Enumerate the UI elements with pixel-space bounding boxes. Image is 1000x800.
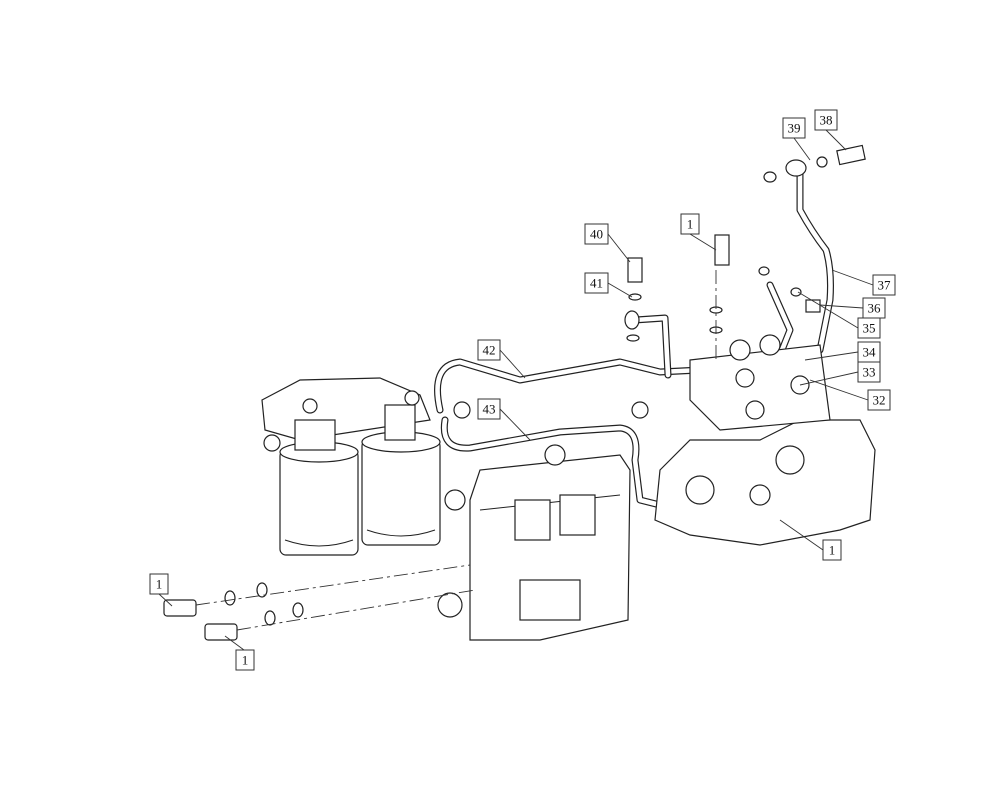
fuel-filter-right [361, 431, 441, 546]
pipe-41 [631, 314, 672, 379]
svg-text:32: 32 [873, 393, 886, 408]
callout-37: 37 [872, 274, 896, 296]
fitting-35-36 [758, 266, 821, 313]
callout-1-right: 1 [822, 539, 842, 561]
svg-text:35: 35 [863, 321, 876, 336]
svg-text:39: 39 [788, 121, 801, 136]
svg-text:42: 42 [483, 343, 496, 358]
callout-32: 32 [867, 389, 891, 411]
filter-head-bracket [261, 377, 471, 452]
svg-text:1: 1 [687, 217, 694, 232]
callout-43: 43 [477, 398, 501, 420]
fuel-filter-left [279, 441, 359, 556]
fuel-pipe-42 [434, 358, 704, 414]
callout-1-bottom: 1 [235, 649, 255, 671]
svg-text:41: 41 [590, 276, 603, 291]
svg-text:34: 34 [863, 345, 877, 360]
svg-text:1: 1 [829, 543, 836, 558]
callout-39: 39 [782, 117, 806, 139]
svg-text:37: 37 [878, 278, 892, 293]
svg-text:1: 1 [156, 577, 163, 592]
callout-40: 40 [584, 223, 609, 245]
callout-34: 34 [857, 341, 881, 363]
callout-1-top: 1 [680, 213, 700, 235]
fuel-pipe-43 [440, 416, 664, 509]
svg-text:33: 33 [863, 365, 876, 380]
callout-42: 42 [477, 339, 501, 361]
callout-38: 38 [814, 109, 838, 131]
callout-36: 36 [862, 297, 886, 319]
leader-lines [158, 129, 874, 651]
ecu-module [437, 444, 631, 641]
callout-1-left: 1 [149, 573, 169, 595]
washers-top [709, 270, 723, 360]
callout-41: 41 [584, 272, 609, 294]
return-line-37 [766, 168, 834, 364]
svg-text:38: 38 [820, 113, 833, 128]
callout-33: 33 [857, 361, 881, 383]
svg-text:36: 36 [868, 301, 882, 316]
banjo-bolt-38 [763, 144, 866, 183]
svg-text:43: 43 [483, 402, 496, 417]
svg-text:40: 40 [590, 227, 603, 242]
injection-pump [631, 234, 876, 546]
svg-text:1: 1 [242, 653, 249, 668]
callout-35: 35 [857, 317, 881, 339]
banjo-bolts-left [163, 564, 476, 641]
banjo-bolt-40 [624, 257, 643, 342]
